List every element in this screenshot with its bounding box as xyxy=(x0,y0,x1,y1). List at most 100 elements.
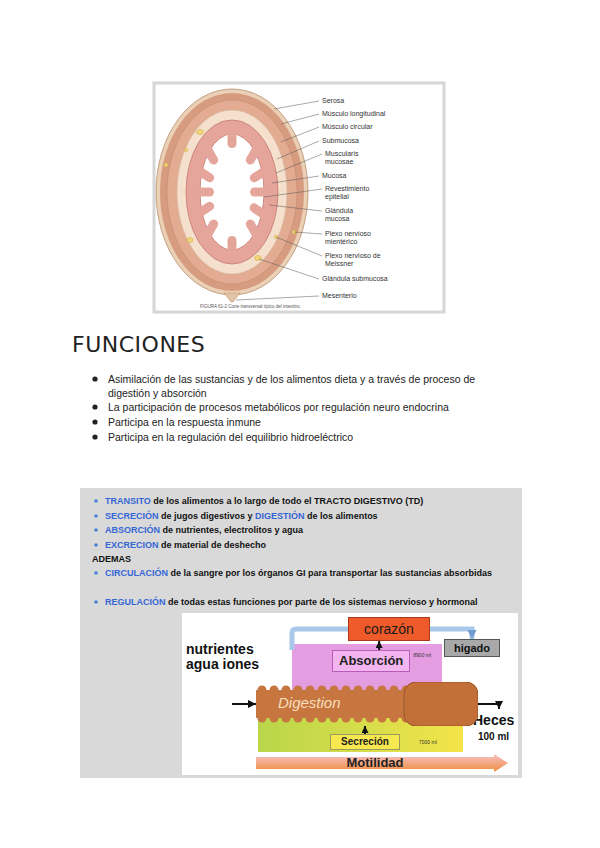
slide-bullets xyxy=(94,499,98,604)
input-label: nutrientes agua iones xyxy=(186,642,260,672)
keyword: ABSORCIÓN xyxy=(105,525,160,535)
leader-line xyxy=(277,141,319,159)
keyword: EXCRECION xyxy=(105,540,159,550)
leader-line xyxy=(264,189,322,197)
mucosal-folds xyxy=(194,128,270,256)
tube-fold xyxy=(258,714,267,723)
bullet xyxy=(94,600,98,604)
slide-text: de los alimentos a lo largo de todo el T… xyxy=(153,496,423,506)
leader-line xyxy=(274,101,319,109)
leader-line xyxy=(281,127,319,142)
leader-line xyxy=(294,232,322,234)
slide-text: de los alimentos xyxy=(307,511,378,521)
slide-text: de material de deshecho xyxy=(161,540,266,550)
part-label: Músculo circular xyxy=(322,123,373,131)
keyword: CIRCULACIÓN xyxy=(105,568,168,578)
node-label: Secreción xyxy=(341,735,389,749)
slide-line: ABSORCIÓNde nutrientes, electrolitos y a… xyxy=(105,523,515,537)
villus xyxy=(244,218,262,240)
output-label: Heces xyxy=(473,712,514,728)
villus xyxy=(194,166,216,184)
villus xyxy=(228,236,237,256)
part-label: Músculo longitudinal xyxy=(322,110,385,118)
bullet xyxy=(94,514,98,518)
serosa-layer xyxy=(156,89,308,295)
keyword: DIGESTIÓN xyxy=(255,511,305,521)
process-box: Absorción8900 ml xyxy=(332,650,410,672)
slide-text: de nutrientes, electrolitos y agua xyxy=(163,525,304,535)
leader-line xyxy=(259,259,319,279)
diagram-ground xyxy=(182,613,518,775)
node-label: Motilidad xyxy=(346,754,403,772)
list-item: Participa en la respuesta inmune xyxy=(108,415,508,429)
tube-fold xyxy=(306,686,315,695)
tube-fold xyxy=(282,686,291,695)
circular-muscle xyxy=(167,100,297,284)
tube-fold xyxy=(318,686,327,695)
slide-line: EXCRECIONde material de deshecho xyxy=(105,538,515,552)
bullet xyxy=(92,434,97,439)
process-box: Secreción7000 ml xyxy=(330,734,400,750)
part-label: Glándula mucosa xyxy=(325,207,365,223)
node-label: higado xyxy=(454,640,490,656)
slide-line: ADEMAS xyxy=(92,552,502,566)
tube-fold xyxy=(270,714,279,723)
node-label: Digestion xyxy=(278,694,341,712)
tube-fold xyxy=(366,714,375,723)
slide-text: ADEMAS xyxy=(92,554,131,564)
organ-box: corazón xyxy=(348,617,430,641)
slide-line: SECRECIÓNde jugos digestivos yDIGESTIÓNd… xyxy=(105,509,515,523)
organ-box: higado xyxy=(444,639,500,657)
leader-line xyxy=(236,296,319,300)
part-label: Serosa xyxy=(322,97,344,105)
list-bullets xyxy=(92,376,97,439)
tube-fold xyxy=(378,686,387,695)
tube-fold xyxy=(390,686,399,695)
villus xyxy=(228,128,237,148)
circulation-pipe xyxy=(292,629,348,650)
volume-label: 7000 ml xyxy=(419,739,437,745)
slide-line: REGULACIÓNde todas estas funciones por p… xyxy=(105,595,515,609)
tube-body xyxy=(256,690,416,718)
myenteric-plexus xyxy=(164,163,168,167)
slide-line: CIRCULACIÓNde la sangre por los órganos … xyxy=(105,566,515,580)
tube-fold xyxy=(390,714,399,723)
flow-arrow xyxy=(364,726,366,734)
tube-fold xyxy=(342,714,351,723)
flow-arrow xyxy=(378,641,380,650)
output-arrow xyxy=(478,704,499,709)
keyword: REGULACIÓN xyxy=(105,597,166,607)
part-label: Muscularis mucosae xyxy=(325,150,367,166)
list-item: Participa en la regulación del equilibri… xyxy=(108,430,508,444)
villus xyxy=(248,202,270,221)
bullet xyxy=(92,376,97,381)
bullet xyxy=(94,543,98,547)
leader-lines xyxy=(236,101,322,300)
part-label: Mucosa xyxy=(322,172,347,180)
leader-line xyxy=(269,205,322,211)
part-label: Revestimiento epitelial xyxy=(325,185,377,201)
tube-fold xyxy=(366,686,375,695)
tube-fold xyxy=(318,714,327,723)
motility-arrow: Motilidad xyxy=(256,754,508,772)
tube-fold xyxy=(342,686,351,695)
slide-text: de la sangre por los órganos GI para tra… xyxy=(171,568,493,578)
volume-label: 100 ml xyxy=(478,731,509,743)
leader-line xyxy=(272,176,319,183)
mucosa-layer xyxy=(186,120,278,264)
slide-text: de todas estas funciones por parte de lo… xyxy=(168,597,478,607)
intake-arrow xyxy=(232,703,256,705)
villus xyxy=(202,144,220,166)
volume-label: 8900 ml xyxy=(413,652,431,658)
tube-fold xyxy=(306,714,315,723)
villus xyxy=(250,188,270,197)
mesentery xyxy=(224,293,240,302)
bullet xyxy=(92,419,97,424)
node-label: Absorción xyxy=(339,651,403,671)
list-item: Asimilación de las sustancias y de los a… xyxy=(108,372,508,400)
tube-fold xyxy=(378,714,387,723)
submucosa-layer xyxy=(177,110,287,274)
part-label: Submucosa xyxy=(322,137,359,145)
